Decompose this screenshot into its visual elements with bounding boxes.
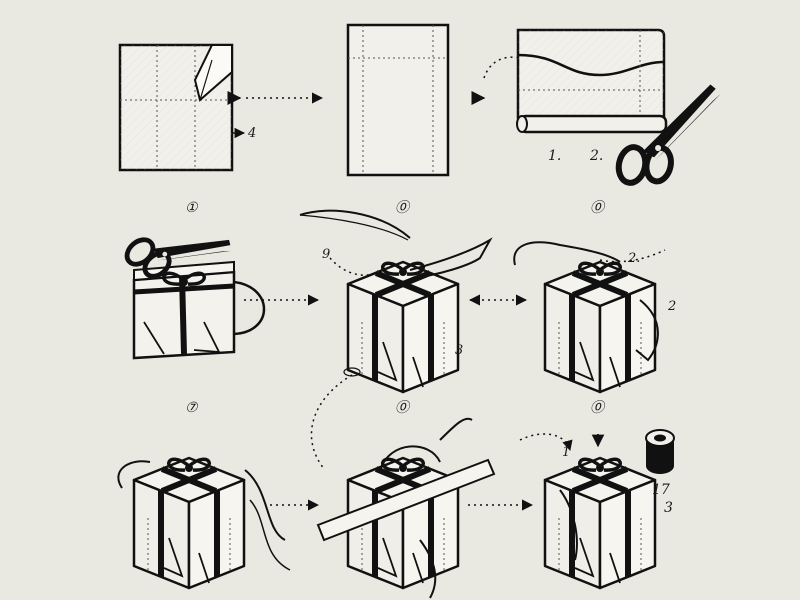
- ribbon-tail: [409, 237, 493, 279]
- row3-right-label-1: 1: [562, 445, 570, 460]
- row3-col1-number: ⑦: [185, 400, 199, 416]
- row2-mid-left-label: 9: [322, 247, 330, 262]
- row3-col3-number: ⓪: [590, 400, 606, 416]
- ribbon-icon: [299, 209, 411, 239]
- tape-strip: [316, 458, 496, 542]
- row3-right-label-3: 3: [664, 500, 673, 516]
- row2-right-top-label: 2.: [627, 251, 640, 266]
- row2-gift-box-1: [132, 260, 266, 360]
- step2-sheet: [346, 23, 450, 177]
- row3-gift-box-3: [545, 458, 655, 588]
- row3-col2-number: ⓪: [395, 400, 411, 416]
- step3-label-a: 1.: [548, 148, 561, 164]
- row2-col3-number: ⓪: [590, 200, 606, 216]
- tape-roll-icon: [645, 429, 675, 474]
- row2-col1-number: ①: [185, 200, 199, 216]
- step3-paper-roll: [516, 28, 668, 134]
- ribbon-icon: [513, 241, 621, 266]
- row2-gift-box-2: [348, 262, 458, 392]
- ribbon-icon: [439, 417, 473, 441]
- row2-mid-right-label: 3: [455, 343, 463, 358]
- step1-label: 4: [247, 126, 256, 141]
- row3-right-label-17: 17: [652, 482, 670, 498]
- row2-col2-number: ⓪: [395, 200, 411, 216]
- step1-sheet: 4: [118, 43, 256, 172]
- row2-gift-box-3: [545, 262, 655, 392]
- row2-right-side-label: 2: [667, 299, 676, 314]
- flow-connector-r2-r3: [310, 374, 353, 471]
- row3-gift-box-1: [134, 458, 244, 588]
- step3-label-b: 2.: [589, 148, 603, 164]
